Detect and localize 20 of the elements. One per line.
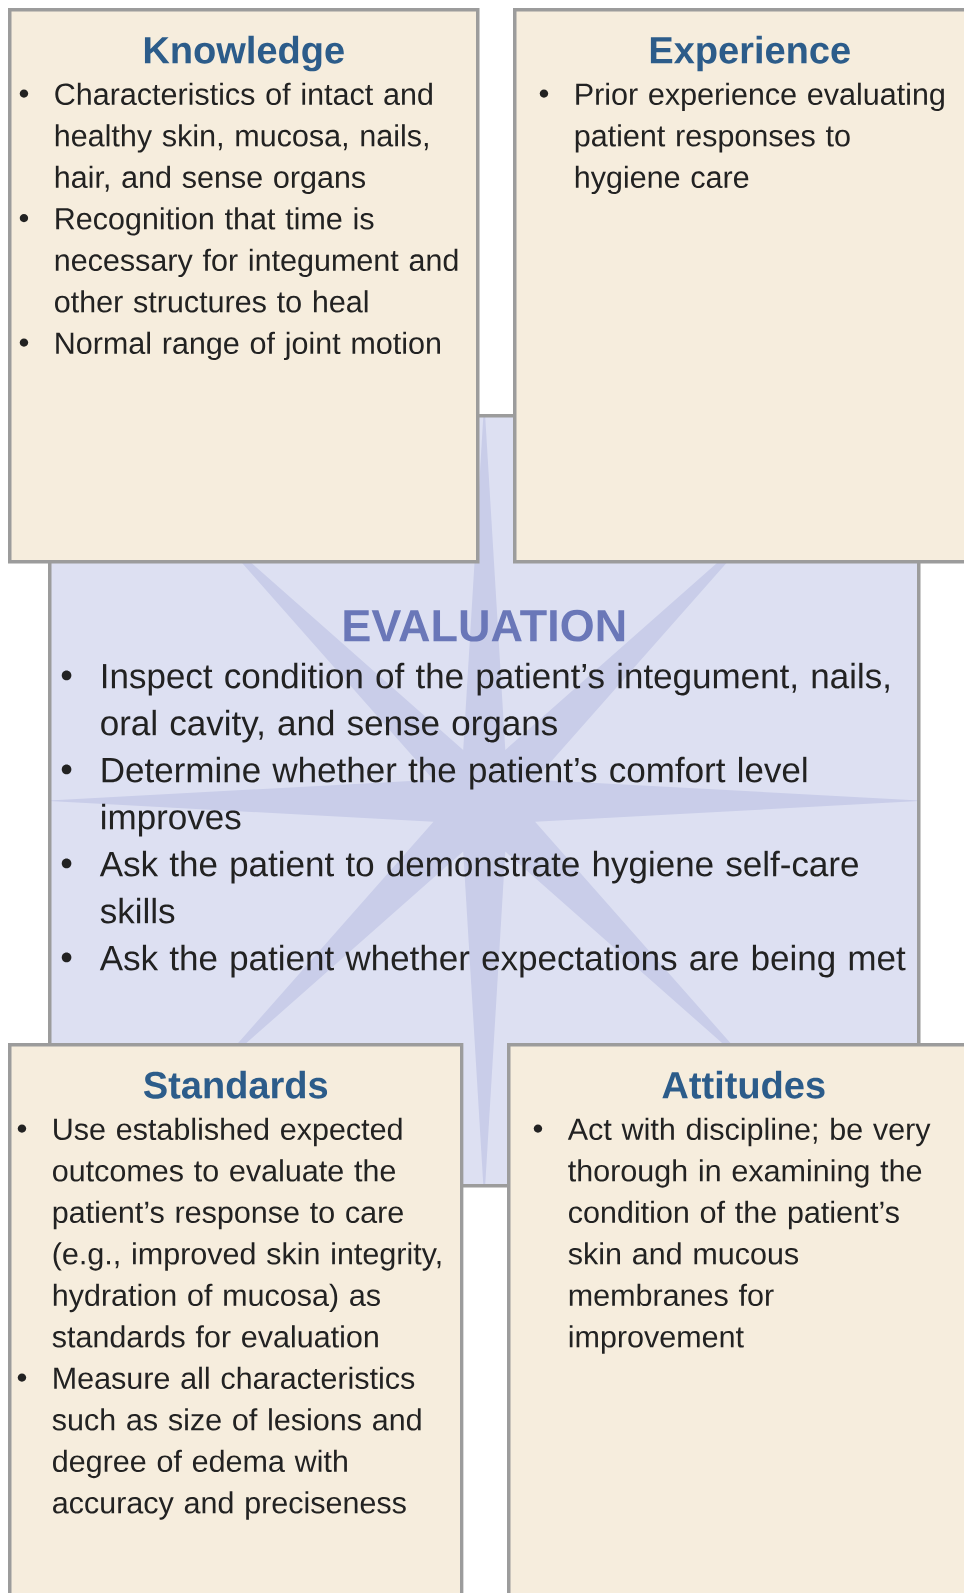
bullet-item: Inspect condition of the patient’s integument, nails, oral cavity, and sense organs	[61, 662, 889, 743]
bullet-item: Ask the patient whether expectations are being met	[61, 944, 906, 978]
bullet-item: Determine whether the patient’s comfort level improves	[61, 756, 807, 837]
bullet-item: Normal range of joint motion	[19, 331, 440, 361]
heading: EVALUATION	[344, 609, 625, 642]
bullet-item: Characteristics of intact and healthy skin, mucosa, nails, hair, and sense organs	[19, 82, 432, 195]
bullet-item: Prior experience evaluating patient responses to hygiene care	[539, 82, 944, 195]
heading: Attitudes	[662, 1070, 825, 1099]
bullet-item: Ask the patient to demonstrate hygiene self-care skills	[61, 850, 858, 924]
topic-box	[8, 1043, 464, 1593]
bullet-item: Act with discipline; be very thorough in examining the condition of the patient’s skin and mucous membranes for improvement	[533, 1117, 931, 1354]
bullet-item: Use established expected outcomes to evaluate the patient’s response to care (e.g., improved skin integrity, hydration of mucosa) as standards for evaluation	[17, 1117, 441, 1348]
topic-box	[513, 8, 964, 564]
heading: Standards	[143, 1070, 328, 1099]
topic-box	[507, 1043, 964, 1593]
heading: Experience	[650, 35, 850, 72]
bullet-item: Measure all characteristics such as size of lesions and degree of edema with accuracy and preciseness	[17, 1366, 421, 1520]
heading: Knowledge	[144, 35, 344, 72]
topic-box	[8, 8, 480, 564]
bullet-item: Recognition that time is necessary for integument and other structures to heal	[19, 207, 458, 313]
